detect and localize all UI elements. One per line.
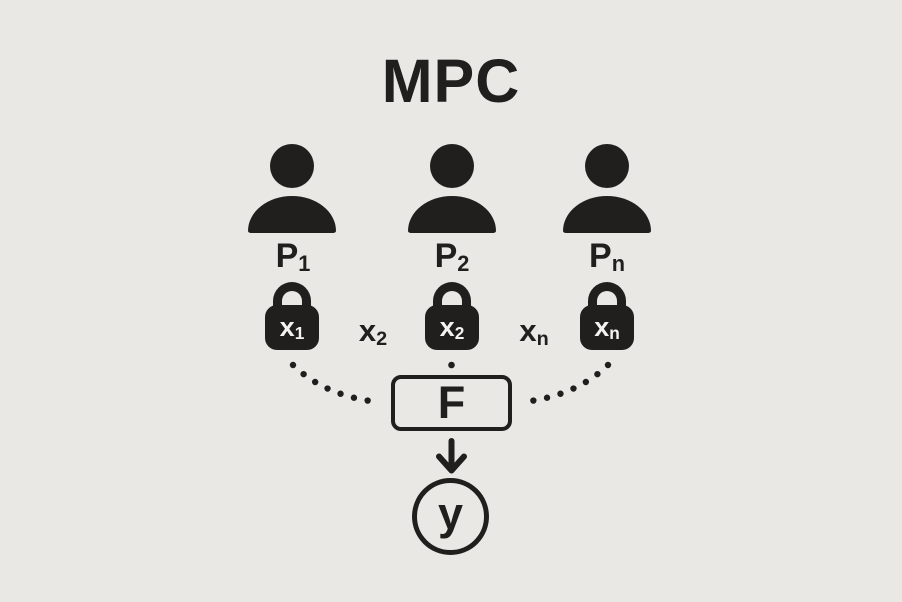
person-torso: [248, 196, 336, 233]
party-sub: 2: [457, 250, 470, 276]
input-sub: n: [536, 327, 549, 350]
party-name: P: [589, 237, 612, 275]
lock-shackle: [273, 282, 311, 316]
person-torso: [563, 196, 651, 233]
input-base: x: [279, 312, 295, 342]
input-base: x: [519, 313, 537, 348]
party-label-p2: P2: [402, 238, 502, 274]
dotted-line-right: [519, 361, 612, 406]
output-label: y: [437, 487, 464, 539]
function-label: F: [437, 377, 466, 428]
lock-icon: x1: [265, 282, 319, 350]
lock-shackle: [588, 282, 626, 316]
dotted-line-left: [289, 361, 382, 406]
input-sub: 1: [294, 323, 305, 344]
lock-value-x1: x1: [279, 312, 305, 344]
lock-icon: x2: [425, 282, 479, 350]
dotted-line-middle: [448, 361, 455, 369]
input-sub: 2: [376, 327, 388, 350]
lock-body: x1: [265, 305, 319, 350]
person-icon: [563, 144, 651, 233]
function-box: F: [391, 375, 512, 431]
lock-body: xn: [580, 305, 634, 350]
lock-shackle: [433, 282, 471, 316]
inter-input-label-xn: xn: [484, 310, 584, 352]
person-torso: [408, 196, 496, 233]
person-icon: [248, 144, 336, 233]
party-label-pn: Pn: [557, 238, 657, 274]
input-sub: n: [609, 323, 620, 344]
input-base: x: [439, 312, 455, 342]
arrow-down-head: [436, 453, 467, 474]
party-label-p1: P1: [243, 238, 343, 274]
lock-icon: xn: [580, 282, 634, 350]
person-head: [430, 144, 474, 188]
lock-value-xn: xn: [594, 312, 620, 344]
person-icon: [408, 144, 496, 233]
party-sub: n: [611, 250, 625, 276]
person-head: [585, 144, 629, 188]
output-circle: y: [412, 478, 489, 555]
lock-value-x2: x2: [439, 312, 465, 344]
input-base: x: [594, 312, 610, 342]
party-sub: 1: [298, 250, 311, 276]
input-base: x: [358, 313, 377, 348]
diagram-title: MPC: [381, 47, 521, 115]
inter-input-label-x2: x2: [323, 310, 423, 352]
person-head: [270, 144, 314, 188]
party-name: P: [434, 237, 458, 275]
lock-body: x2: [425, 305, 479, 350]
input-sub: 2: [454, 323, 465, 344]
party-name: P: [275, 237, 299, 275]
